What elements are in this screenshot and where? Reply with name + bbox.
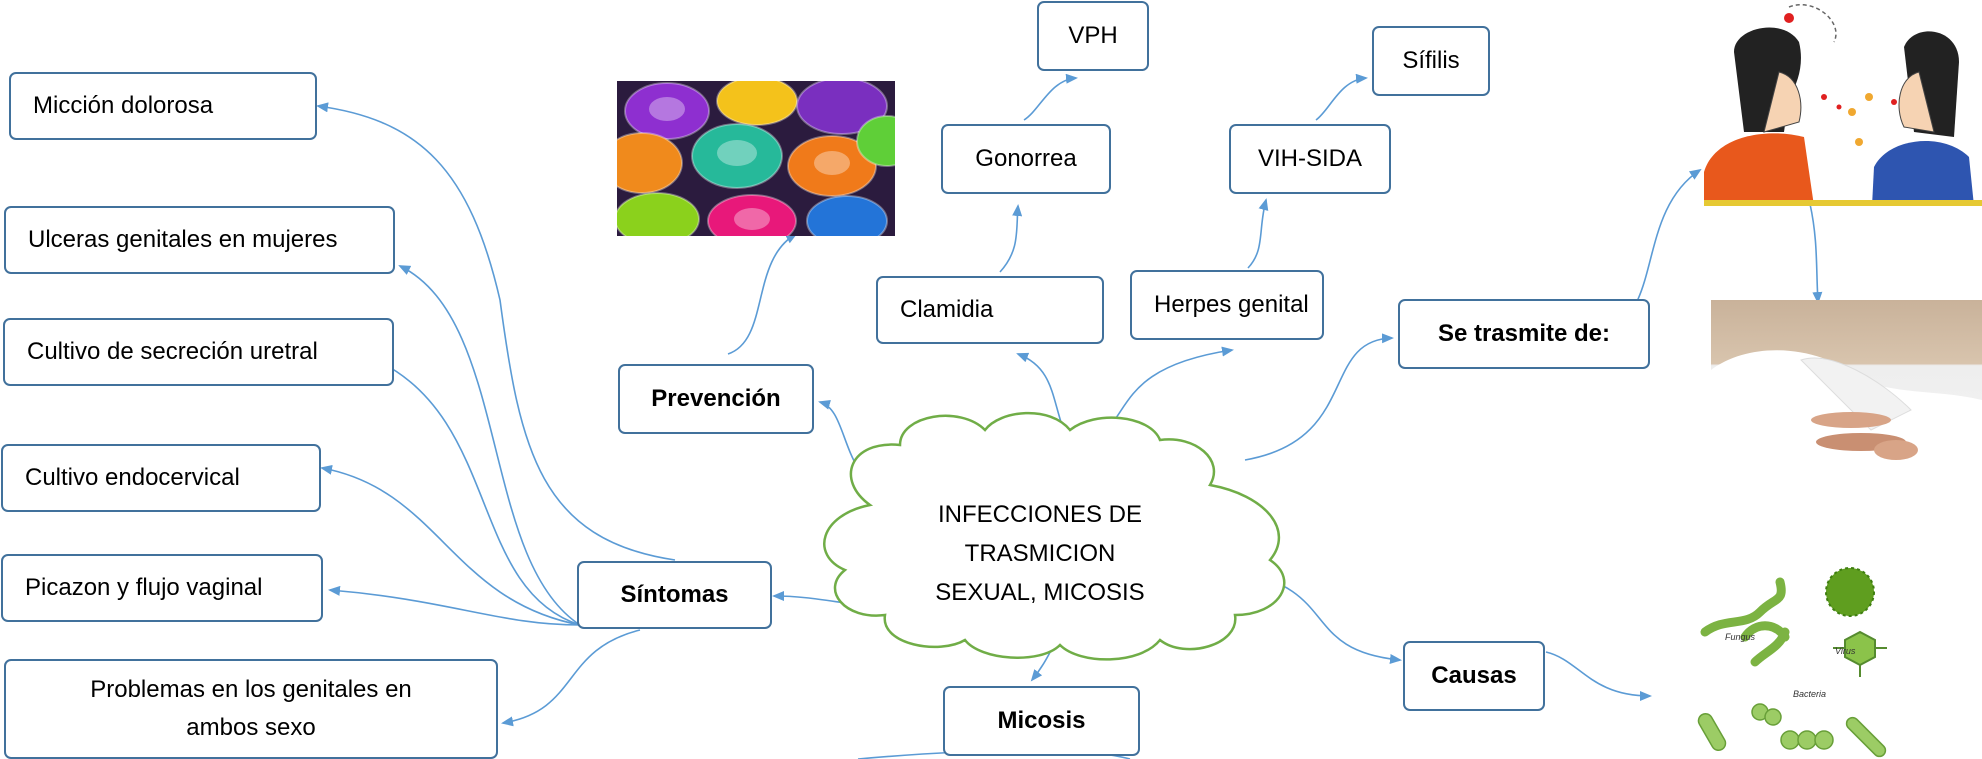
arrow-clamidia-gonorrea	[999, 204, 1023, 273]
arrow-causas-microbes	[1545, 651, 1652, 701]
arrow-gonorrea-vph	[1023, 73, 1078, 121]
node-micosis[interactable]: Micosis	[943, 686, 1140, 756]
node-vih[interactable]: VIH-SIDA	[1229, 124, 1391, 194]
transmission-illustration	[1704, 2, 1982, 206]
arrow-cloud-setrasmite	[1244, 333, 1394, 461]
node-cultivo-endocervical[interactable]: Cultivo endocervical	[1, 444, 321, 512]
arrow-sintomas-cultivo-endocervical	[320, 464, 581, 626]
arrow-sintomas-cultivo-uretral	[376, 360, 581, 626]
node-problemas[interactable]: Problemas en los genitales en ambos sexo	[4, 659, 498, 759]
node-miccion[interactable]: Micción dolorosa	[9, 72, 317, 140]
node-se-trasmite[interactable]: Se trasmite de:	[1398, 299, 1650, 369]
node-prevencion[interactable]: Prevención	[618, 364, 814, 434]
arrow-sintomas-picazon	[328, 585, 581, 626]
center-cloud	[823, 411, 1286, 661]
node-picazon[interactable]: Picazon y flujo vaginal	[1, 554, 323, 622]
arrow-prevencion-image	[727, 233, 798, 355]
microbe-label-virus: Virus	[1835, 646, 1856, 656]
center-topic-line2: SEXUAL, MICOSIS	[935, 579, 1145, 606]
arrow-herpes-vih	[1247, 198, 1269, 269]
node-herpes[interactable]: Herpes genital	[1130, 270, 1324, 340]
microbes-image: Fungus Virus Bacteria	[1685, 562, 1930, 759]
node-cultivo-uretral[interactable]: Cultivo de secreción uretral	[3, 318, 394, 386]
center-topic-line1: INFECCIONES DE TRASMICION	[937, 501, 1143, 567]
node-sintomas[interactable]: Síntomas	[577, 561, 772, 629]
microbe-label-fungus: Fungus	[1725, 632, 1756, 642]
center-topic: INFECCIONES DE TRASMICION SEXUAL, MICOSI…	[860, 495, 1220, 612]
node-sifilis[interactable]: Sífilis	[1372, 26, 1490, 96]
arrow-sintomas-problemas	[501, 629, 641, 727]
arrow-sintomas-ulceras	[398, 265, 581, 626]
bed-photo	[1711, 300, 1982, 482]
arrow-sintomas-miccion	[316, 102, 676, 561]
node-vph[interactable]: VPH	[1037, 1, 1149, 71]
node-gonorrea[interactable]: Gonorrea	[941, 124, 1111, 194]
arrow-image-bed	[1809, 203, 1823, 304]
node-clamidia[interactable]: Clamidia	[876, 276, 1104, 344]
node-causas[interactable]: Causas	[1403, 641, 1545, 711]
microbe-label-bacteria: Bacteria	[1793, 689, 1826, 699]
condoms-image	[617, 81, 895, 236]
arrow-vih-sifilis	[1315, 73, 1368, 121]
node-ulceras[interactable]: Ulceras genitales en mujeres	[4, 206, 395, 274]
